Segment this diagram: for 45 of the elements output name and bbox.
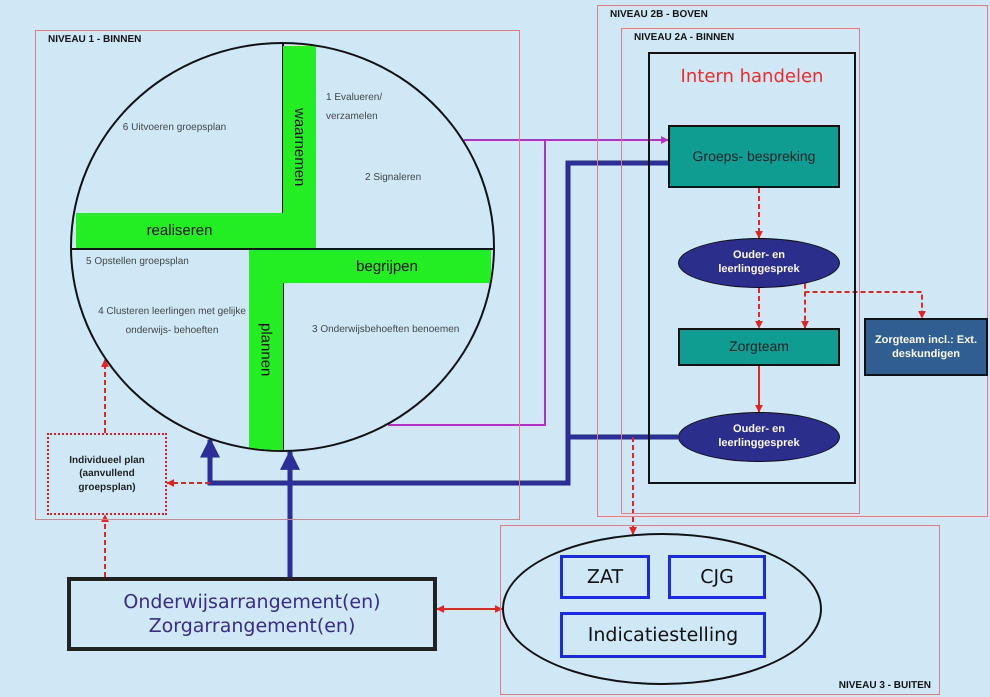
box-text: Onderwijsarrangement(en)	[123, 591, 381, 613]
arrow	[101, 358, 109, 433]
cycle-circle	[70, 42, 495, 452]
level-frame	[35, 30, 520, 520]
frame-label: NIVEAU 3 - BUITEN	[838, 680, 931, 691]
arrow	[166, 479, 210, 487]
process-panel	[648, 52, 856, 484]
level-frame	[597, 5, 988, 517]
partner-box: CJG	[668, 555, 766, 599]
partner-box: Indicatiestelling	[560, 612, 766, 658]
network-ellipse	[502, 533, 822, 685]
level-frame	[621, 28, 860, 514]
arrow	[755, 366, 763, 413]
arrow	[755, 288, 763, 329]
step-label: 5 Opstellen groepsplan	[86, 255, 190, 269]
arrow	[387, 136, 669, 426]
arrow	[629, 437, 637, 536]
arrow	[755, 188, 763, 239]
partner-box: ZAT	[560, 555, 650, 599]
frame-label: NIVEAU 2B - BOVEN	[610, 9, 708, 20]
box-title: Intern handelen	[680, 66, 824, 87]
phase-bar: begrijpen	[283, 250, 491, 283]
step-label: 3 Onderwijsbehoeften benoemen	[312, 323, 460, 337]
meeting-ellipse: Ouder- en leerlinggesprek	[678, 412, 840, 462]
arrow	[101, 514, 109, 577]
process-box: Groeps- bespreking	[668, 125, 840, 188]
step-label: 6 Uitvoeren groepsplan	[122, 121, 228, 135]
phase-bar: plannen	[249, 250, 283, 450]
level-frame	[500, 525, 940, 695]
arrangement-box	[67, 577, 437, 651]
plan-box: Individueel plan (aanvullend groepsplan)	[47, 433, 167, 515]
meeting-ellipse: Ouder- en leerlinggesprek	[678, 238, 840, 288]
arrow	[804, 284, 926, 319]
box-text: Zorgarrangement(en)	[148, 615, 356, 637]
phase-bar: realiseren	[76, 213, 283, 248]
arrow	[436, 605, 503, 613]
step-label: 4 Clusteren leerlingen met gelijke onderwijs- behoeften	[97, 305, 247, 338]
frame-label: NIVEAU 2A - BINNEN	[634, 32, 734, 43]
team-box: Zorgteam incl.: Ext. deskundigen	[864, 318, 988, 376]
step-label: 2 Signaleren	[365, 171, 422, 185]
phase-bar: waarnemen	[283, 46, 316, 248]
arrow	[280, 450, 300, 577]
frame-label: NIVEAU 1 - BINNEN	[48, 34, 142, 45]
step-label: 1 Evalueren/ verzamelen	[326, 91, 384, 124]
process-box: Zorgteam	[678, 328, 840, 366]
